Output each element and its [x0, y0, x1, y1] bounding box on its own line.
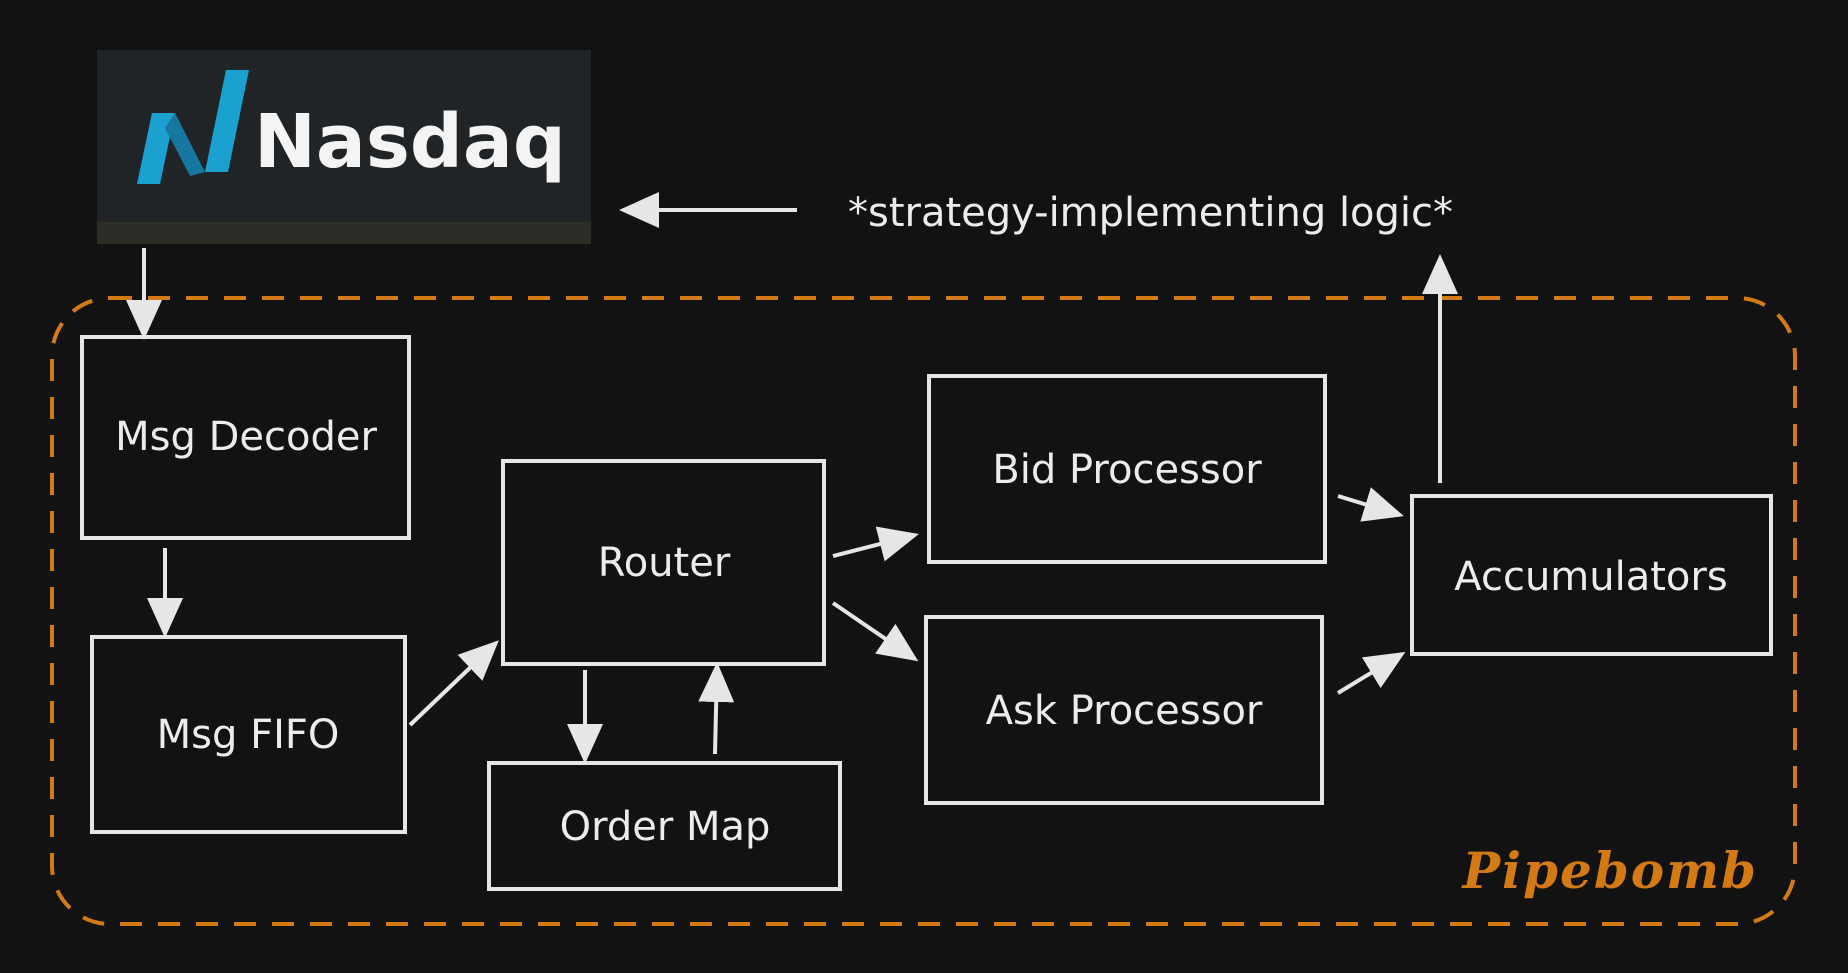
node-label-accumulators: Accumulators [1454, 554, 1727, 600]
node-label-order-map: Order Map [560, 804, 771, 850]
node-label-msg-fifo: Msg FIFO [157, 712, 340, 758]
nasdaq-logo: Nasdaq [97, 50, 591, 244]
node-router: Router [501, 459, 826, 666]
node-bid-processor: Bid Processor [927, 374, 1327, 564]
strategy-annotation: *strategy-implementing logic* [848, 190, 1453, 236]
arrow-fifo-to-router [408, 640, 499, 727]
arrow-router-to-ask [831, 601, 919, 662]
logo-accent-strip [97, 222, 591, 244]
group-label: Pipebomb [1460, 841, 1758, 900]
node-label-bid-processor: Bid Processor [992, 447, 1262, 493]
arrow-router-to-bid [832, 526, 919, 562]
node-ask-processor: Ask Processor [924, 615, 1324, 805]
node-label-ask-processor: Ask Processor [986, 688, 1263, 734]
node-label-msg-decoder: Msg Decoder [115, 414, 377, 460]
node-order-map: Order Map [487, 761, 842, 891]
arrow-order-map-to-router [698, 662, 735, 755]
node-msg-decoder: Msg Decoder [80, 335, 411, 540]
logo-name: Nasdaq [254, 99, 566, 185]
nasdaq-logo-mark-icon [137, 70, 249, 184]
node-label-router: Router [598, 540, 731, 586]
node-msg-fifo: Msg FIFO [90, 635, 407, 834]
node-accumulators: Accumulators [1410, 494, 1773, 656]
arrow-ask-to-accumulators [1336, 651, 1406, 695]
arrow-bid-to-accumulators [1337, 487, 1404, 522]
pipebomb-group-border [50, 296, 1797, 926]
